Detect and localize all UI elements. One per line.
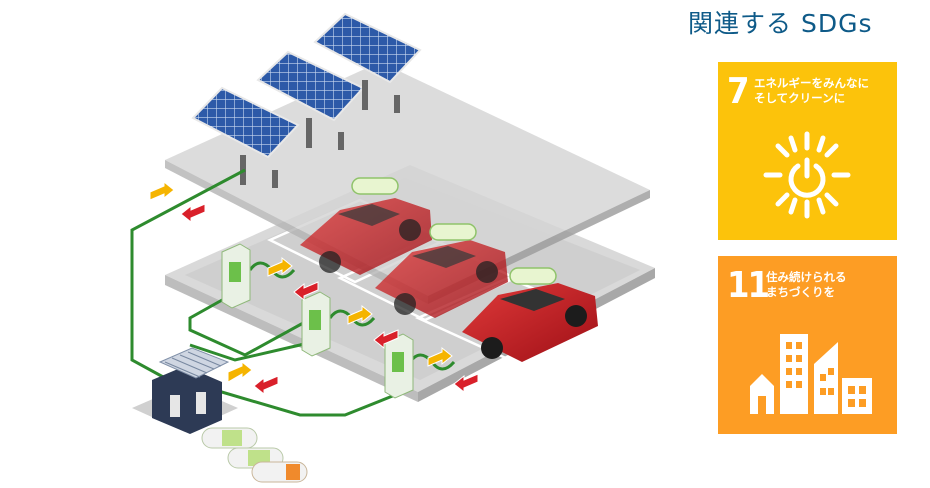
goal-title-line: まちづくりを xyxy=(766,285,835,299)
car xyxy=(462,283,598,362)
sdg-goal-11-card: 11 住み続けられる まちづくりを xyxy=(718,256,897,434)
charging-station xyxy=(384,333,414,399)
power-storage-unit xyxy=(132,347,238,434)
car xyxy=(375,240,508,318)
goal-title: 住み続けられる まちづくりを xyxy=(766,270,847,300)
goal-title: エネルギーをみんなに そしてクリーンに xyxy=(754,76,869,106)
goal-title-line: エネルギーをみんなに xyxy=(754,76,869,90)
charging-station xyxy=(221,243,251,309)
goal-title-line: そしてクリーンに xyxy=(754,91,846,105)
charging-station xyxy=(301,291,331,357)
battery-icon xyxy=(201,427,258,449)
car xyxy=(300,198,432,275)
battery-icon xyxy=(351,177,557,285)
sun-power-icon xyxy=(763,131,851,219)
battery-icon xyxy=(251,461,308,483)
goal-title-line: 住み続けられる xyxy=(766,270,847,284)
sdg-goal-7-card: 7 エネルギーをみんなに そしてクリーンに xyxy=(718,62,897,240)
goal-number: 7 xyxy=(727,71,750,112)
supply-arrow-icon xyxy=(149,180,453,383)
solar-panel xyxy=(313,12,422,113)
power-cable xyxy=(130,168,456,417)
city-buildings-icon xyxy=(750,334,872,414)
sdgs-title: 関連する SDGs xyxy=(688,9,873,38)
ev-charging-solar-diagram xyxy=(130,12,655,483)
return-arrow-icon xyxy=(180,203,479,396)
goal-number: 11 xyxy=(727,265,770,306)
